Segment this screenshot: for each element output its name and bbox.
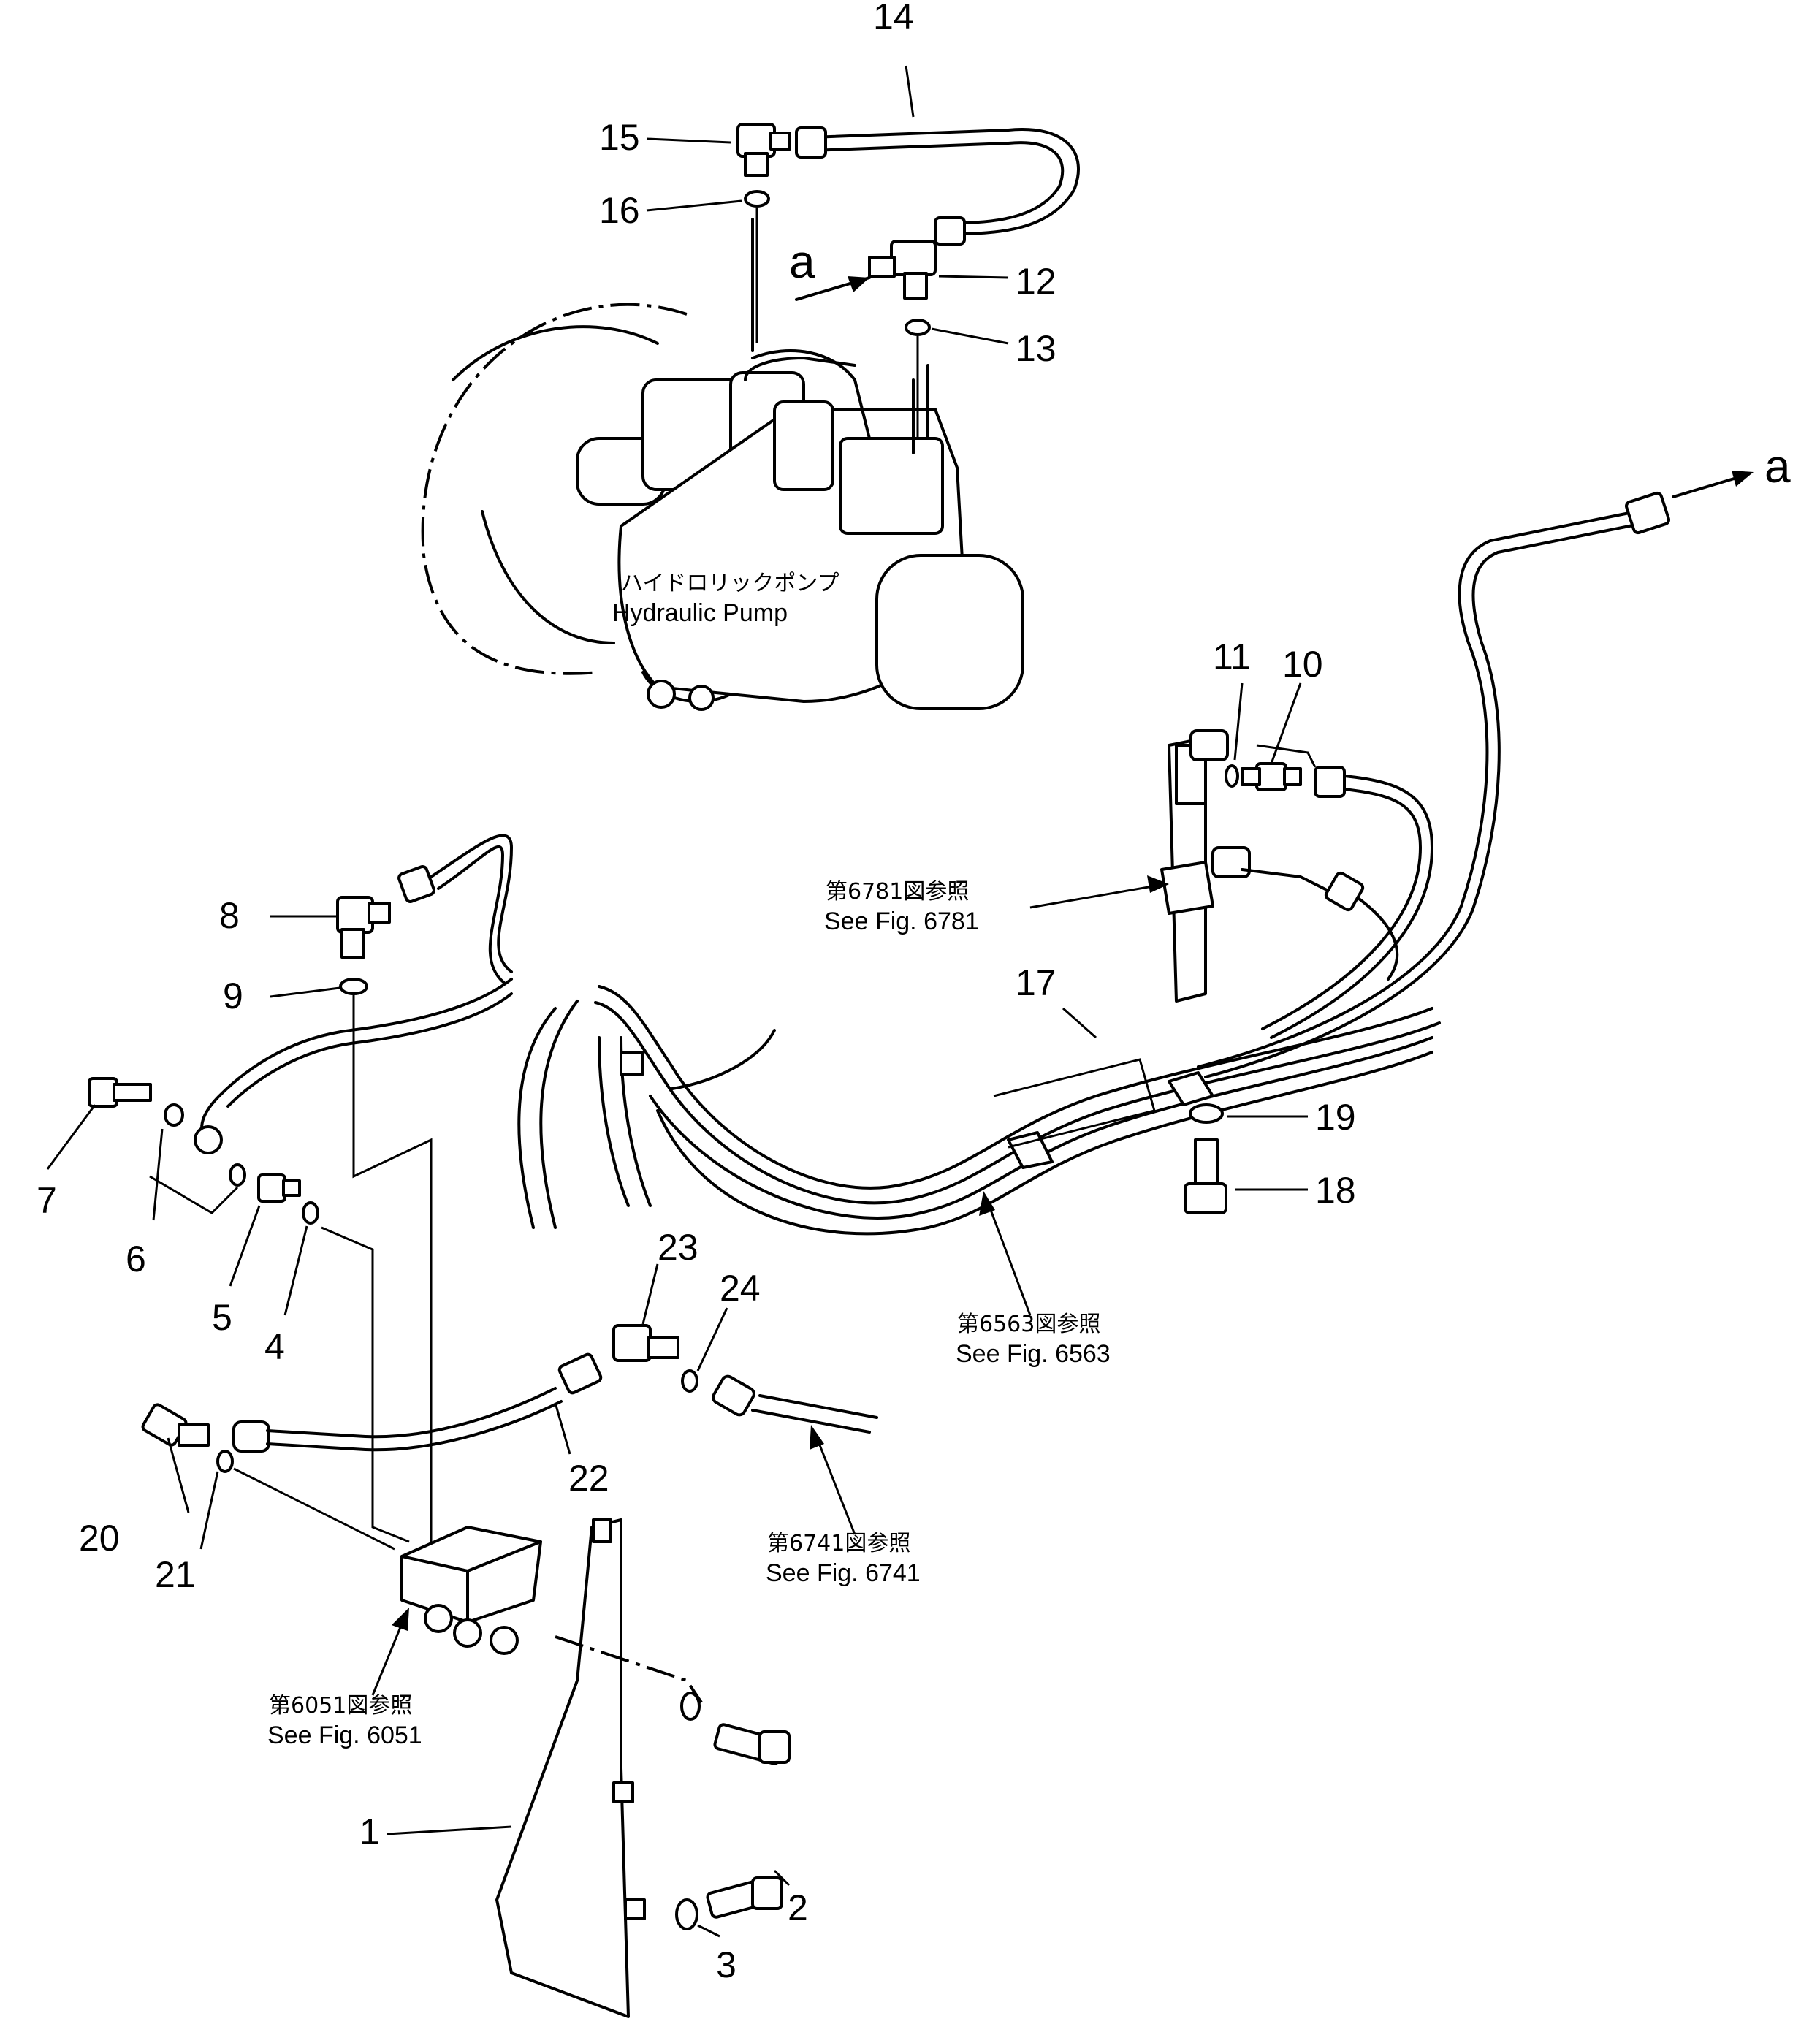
long-tube-right: [1197, 491, 1671, 1078]
o-ring-6b: [229, 1163, 246, 1187]
callout-9: 9: [223, 975, 243, 1016]
bolt-2: [706, 1876, 783, 1919]
callout-22: 22: [568, 1458, 609, 1499]
bolt-upper-bracket: [713, 1723, 791, 1765]
callout-17: 17: [1016, 962, 1056, 1003]
ref-fig-6781: 第6781図参照 See Fig. 6781: [824, 879, 979, 935]
elbow-20: [141, 1403, 210, 1447]
svg-text:See Fig. 6781: See Fig. 6781: [824, 908, 979, 935]
svg-text:See Fig. 6051: See Fig. 6051: [267, 1721, 422, 1749]
callout-21: 21: [155, 1554, 196, 1595]
callout-14: 14: [873, 0, 914, 37]
svg-text:第6051図参照: 第6051図参照: [269, 1693, 412, 1719]
ref-fig-6741: 第6741図参照 See Fig. 6741: [766, 1531, 921, 1587]
hose-6741: [712, 1374, 878, 1434]
fitting-15: [736, 123, 791, 177]
washer-3: [675, 1898, 698, 1930]
o-ring-13: [905, 319, 931, 336]
arrow-a-upper: a: [789, 235, 871, 301]
tee-fitting-12: [868, 240, 937, 300]
svg-text:See Fig. 6741: See Fig. 6741: [766, 1559, 921, 1587]
hose-bundle-17: [517, 985, 1441, 1236]
plug-5: [257, 1173, 301, 1203]
o-ring-4: [302, 1201, 319, 1225]
svg-text:See Fig. 6563: See Fig. 6563: [956, 1340, 1111, 1368]
callout-20: 20: [79, 1518, 120, 1559]
elbow-23: [612, 1324, 679, 1362]
o-ring-24: [681, 1369, 698, 1393]
adapter-10: [1241, 762, 1302, 791]
callout-13: 13: [1016, 328, 1056, 369]
hose-left-upper: [194, 834, 513, 1154]
callout-15: 15: [599, 117, 640, 158]
callout-10: 10: [1282, 644, 1323, 685]
bolt-7: [88, 1077, 152, 1108]
svg-text:第6741図参照: 第6741図参照: [767, 1531, 910, 1556]
svg-text:ハイドロリックポンプ: ハイドロリックポンプ: [621, 571, 839, 596]
callout-8: 8: [219, 895, 240, 936]
callout-16: 16: [599, 190, 640, 231]
callout-19: 19: [1315, 1097, 1356, 1138]
callout-1: 1: [359, 1811, 380, 1852]
hydraulic-pump: [421, 218, 1024, 711]
leader-lines: [46, 65, 1308, 1938]
valve-block-6051: [400, 1526, 542, 1655]
o-ring-9: [339, 978, 368, 995]
arrow-a-right: a: [1672, 440, 1791, 498]
callout-7: 7: [37, 1180, 57, 1221]
svg-text:a: a: [789, 235, 815, 288]
callout-5: 5: [212, 1297, 232, 1338]
valve-assembly-6781: [1160, 729, 1331, 1003]
callout-numbers: 14 15 16 12 13 11 10 8 9 17 19 18 7 6 5 …: [37, 0, 1356, 1985]
washer-19: [1189, 1103, 1224, 1124]
ref-fig-6563: 第6563図参照 See Fig. 6563: [956, 1312, 1111, 1368]
o-ring-11: [1225, 764, 1239, 788]
ref-fig-6051: 第6051図参照 See Fig. 6051: [267, 1693, 422, 1749]
hose-to-valve: [1261, 766, 1433, 1039]
callout-23: 23: [658, 1227, 698, 1268]
svg-text:Hydraulic Pump: Hydraulic Pump: [612, 599, 788, 627]
elbow-8: [336, 896, 391, 959]
o-ring-21: [216, 1450, 234, 1473]
o-ring-16: [744, 190, 770, 208]
callout-12: 12: [1016, 261, 1056, 302]
svg-text:第6781図参照: 第6781図参照: [826, 879, 969, 905]
pump-label: ハイドロリックポンプ Hydraulic Pump: [612, 571, 839, 627]
callout-3: 3: [716, 1944, 736, 1985]
washer-upper-bracket: [680, 1692, 701, 1721]
callout-11: 11: [1213, 636, 1251, 677]
bolt-18: [1184, 1138, 1227, 1214]
callout-24: 24: [720, 1268, 761, 1309]
callout-18: 18: [1315, 1170, 1356, 1211]
svg-text:第6563図参照: 第6563図参照: [957, 1312, 1100, 1337]
tube-14: [795, 126, 1080, 246]
o-ring-6a: [164, 1103, 184, 1127]
callout-2: 2: [788, 1887, 808, 1928]
svg-text:a: a: [1764, 440, 1791, 492]
hose-22: [232, 1352, 603, 1453]
callout-6: 6: [126, 1239, 146, 1279]
callout-4: 4: [264, 1326, 285, 1367]
